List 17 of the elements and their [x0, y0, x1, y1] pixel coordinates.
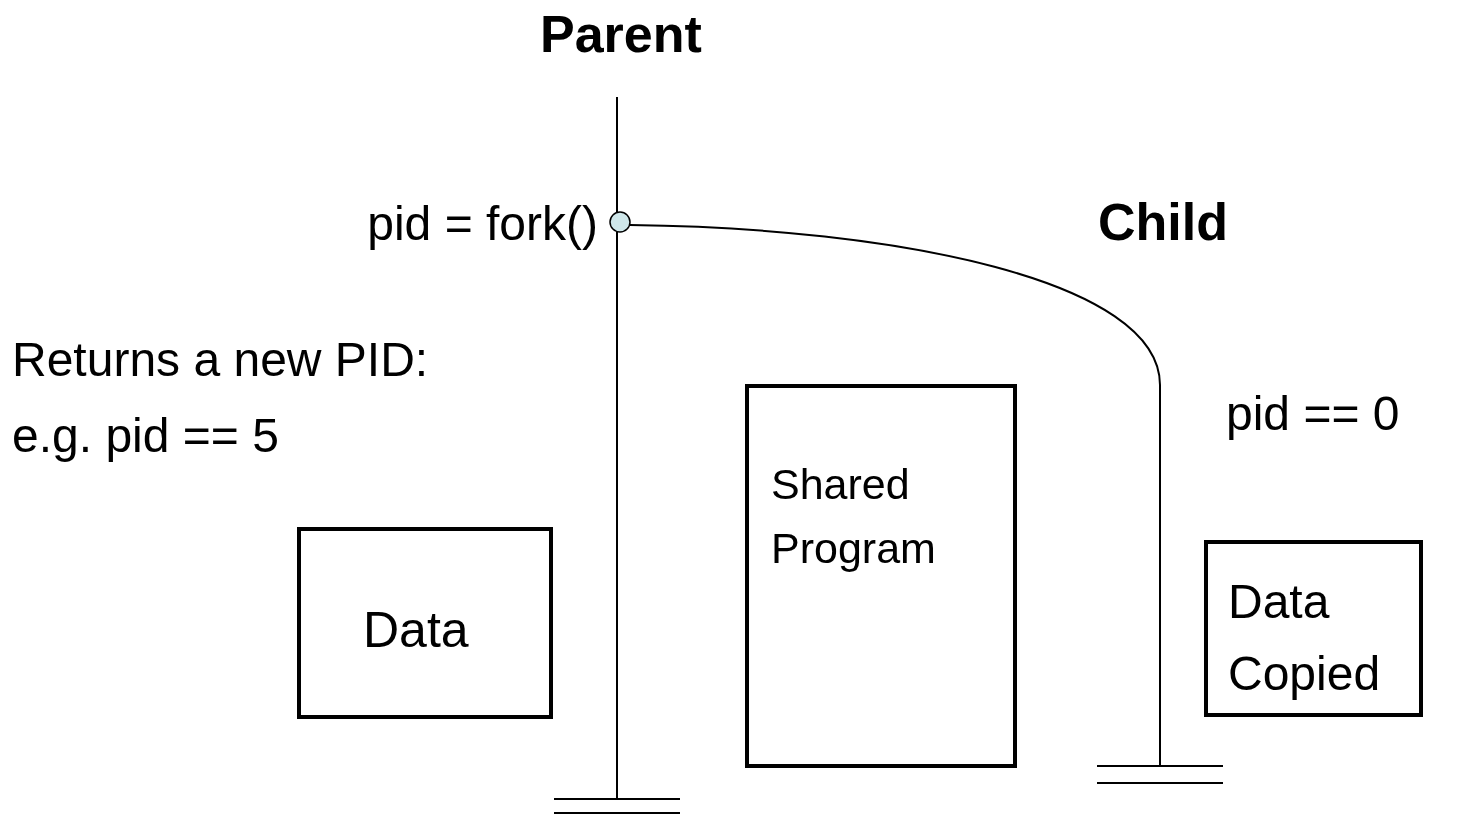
box-label: Data Copied: [1228, 574, 1382, 702]
process-line: [616, 231, 618, 800]
code-label: pid = fork(): [367, 196, 598, 251]
program-box: [745, 384, 1017, 768]
code-label: pid == 0: [1226, 386, 1400, 441]
end-marker: [1097, 765, 1223, 784]
end-marker: [554, 798, 680, 814]
fork-point-circle: [609, 211, 631, 233]
process-heading: Parent: [540, 4, 702, 64]
box-label: Shared Program: [771, 459, 937, 574]
note-text: Returns a new PID: e.g. pid == 5: [12, 332, 430, 464]
data-box: [297, 527, 553, 719]
process-line: [629, 224, 1161, 767]
process-heading: Child: [1098, 192, 1228, 252]
data-box: [1204, 540, 1423, 717]
box-label: Data: [363, 601, 469, 659]
process-line: [616, 96, 618, 213]
